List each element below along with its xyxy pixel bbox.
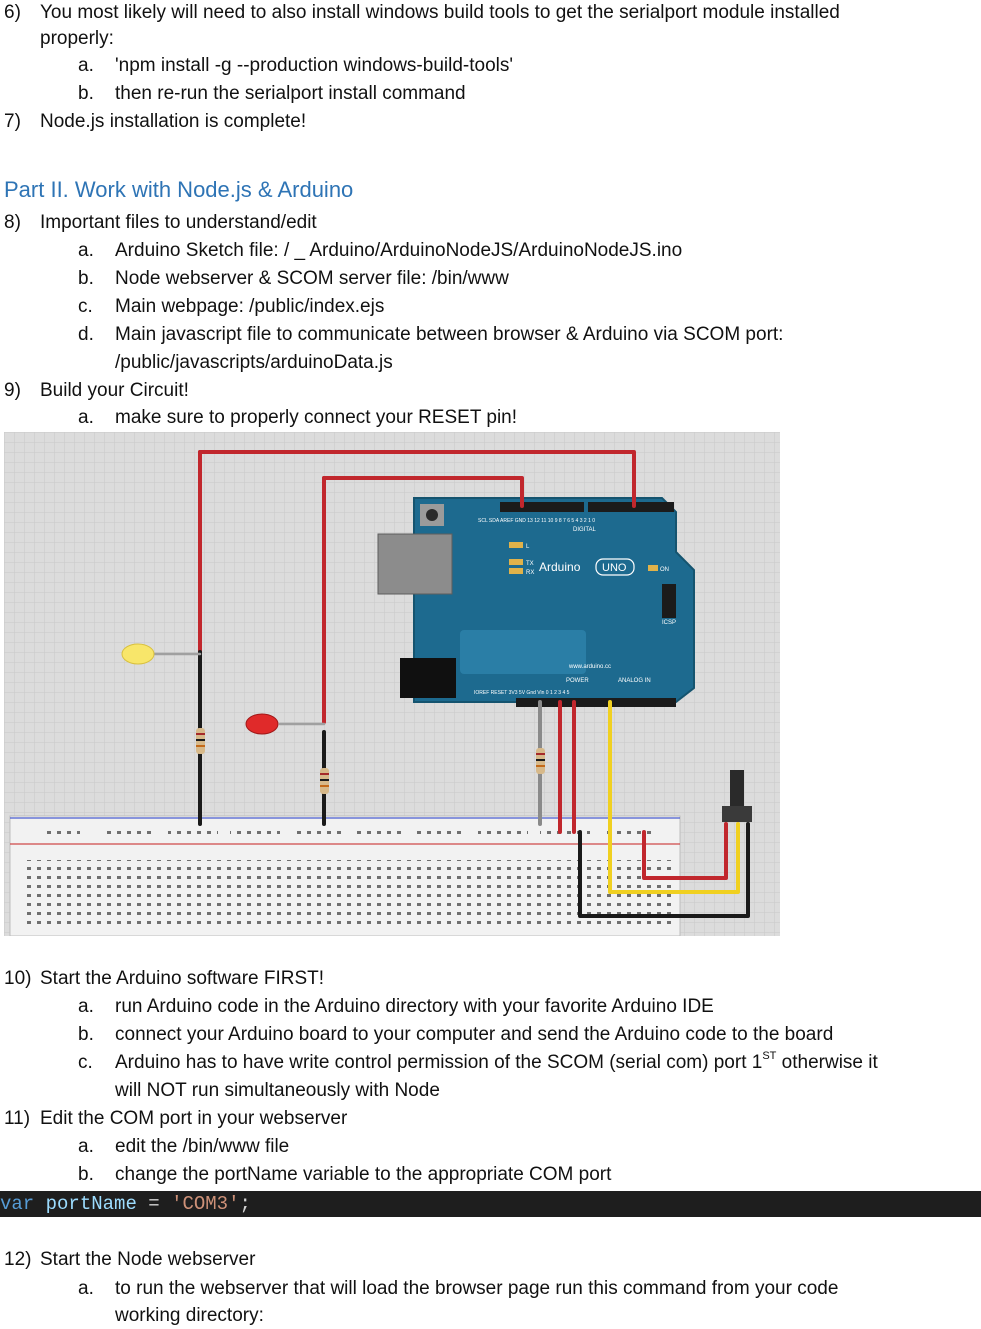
substep-text-part: Arduino has to have write control permis… (115, 1052, 763, 1073)
substep-text: edit the /bin/www file (115, 1136, 290, 1157)
substep-text: run Arduino code in the Arduino director… (115, 996, 714, 1017)
breadboard (9, 815, 681, 936)
resistor-1 (196, 728, 205, 754)
section-heading: Part II. Work with Node.js & Arduino (4, 177, 354, 202)
substep-text: Main webpage: /public/index.ejs (115, 296, 385, 317)
board-digital-label: DIGITAL (573, 527, 597, 533)
substep-text: to run the webserver that will load the … (115, 1278, 839, 1299)
board-bottom-pin-labels: IOREF RESET 3V3 5V Gnd Vin 0 1 2 3 4 5 (474, 690, 570, 696)
step-number: 6) (4, 2, 21, 23)
code-identifier: portName (45, 1193, 137, 1215)
step-text: Start the Arduino software FIRST! (40, 968, 325, 989)
substep-text: 'npm install -g --production windows-bui… (115, 55, 513, 76)
board-top-pin-labels: SCL SDA AREF GND 13 12 11 10 9 8 7 6 5 4… (478, 518, 595, 524)
code-snippet: var portName = 'COM3'; (0, 1191, 981, 1217)
step-text-cont: properly: (40, 28, 114, 49)
code-keyword: var (0, 1193, 35, 1215)
circuit-diagram: Arduino UNO DIGITAL POWER ANALOG IN ICSP… (4, 432, 780, 936)
code-string: 'COM3' (171, 1193, 240, 1215)
board-icsp-label: ICSP (662, 620, 676, 626)
substep-letter: a. (78, 1278, 94, 1299)
red-led (245, 713, 279, 735)
substep-letter: b. (78, 268, 94, 289)
substep-text: Arduino has to have write control permis… (115, 1050, 878, 1076)
superscript: ST (762, 1049, 777, 1062)
substep-text: change the portName variable to the appr… (115, 1164, 612, 1185)
substep-letter: c. (78, 1052, 93, 1073)
board-brand: Arduino (539, 560, 581, 574)
step-number: 10) (4, 968, 32, 989)
board-tx-label: TX (526, 561, 534, 567)
substep-text: Node webserver & SCOM server file: /bin/… (115, 268, 509, 289)
resistor-2 (320, 768, 329, 794)
substep-text-cont: will NOT run simultaneously with Node (115, 1080, 440, 1101)
board-analog-label: ANALOG IN (618, 678, 651, 684)
substep-text-cont: working directory: (115, 1305, 264, 1326)
step-text: Important files to understand/edit (40, 212, 317, 233)
board-model: UNO (602, 562, 627, 574)
substep-letter: a. (78, 55, 94, 76)
step-text: Edit the COM port in your webserver (40, 1108, 348, 1129)
substep-text: then re-run the serialport install comma… (115, 83, 466, 104)
step-number: 12) (4, 1249, 32, 1270)
substep-letter: b. (78, 1164, 94, 1185)
board-rx-label: RX (526, 570, 534, 576)
substep-letter: b. (78, 83, 94, 104)
board-power-label: POWER (566, 678, 589, 684)
board-l-label: L (526, 544, 530, 550)
step-text: You most likely will need to also instal… (40, 2, 840, 23)
substep-text-part: otherwise it (776, 1052, 878, 1073)
step-number: 7) (4, 111, 21, 132)
step-number: 11) (4, 1108, 31, 1129)
arduino-board: Arduino UNO DIGITAL POWER ANALOG IN ICSP… (377, 497, 695, 707)
substep-text: Main javascript file to communicate betw… (115, 324, 784, 345)
code-operator: = (136, 1193, 172, 1215)
substep-letter: a. (78, 240, 94, 261)
step-text: Node.js installation is complete! (40, 111, 307, 132)
step-text: Start the Node webserver (40, 1249, 256, 1270)
potentiometer (722, 770, 752, 822)
substep-letter: a. (78, 1136, 94, 1157)
board-on-label: ON (660, 567, 669, 573)
board-url: www.arduino.cc (568, 664, 611, 670)
substep-letter: d. (78, 324, 94, 345)
substep-letter: a. (78, 407, 94, 428)
substep-letter: c. (78, 296, 93, 317)
substep-text: connect your Arduino board to your compu… (115, 1024, 834, 1045)
substep-text-cont: /public/javascripts/arduinoData.js (115, 352, 393, 373)
step-number: 9) (4, 380, 21, 401)
step-text: Build your Circuit! (40, 380, 189, 401)
code-semicolon: ; (239, 1193, 251, 1215)
step-number: 8) (4, 212, 21, 233)
substep-letter: a. (78, 996, 94, 1017)
substep-text: Arduino Sketch file: / _ Arduino/Arduino… (115, 240, 683, 261)
yellow-led (121, 643, 155, 665)
resistor-3 (536, 748, 545, 774)
substep-letter: b. (78, 1024, 94, 1045)
substep-text: make sure to properly connect your RESET… (115, 407, 518, 428)
